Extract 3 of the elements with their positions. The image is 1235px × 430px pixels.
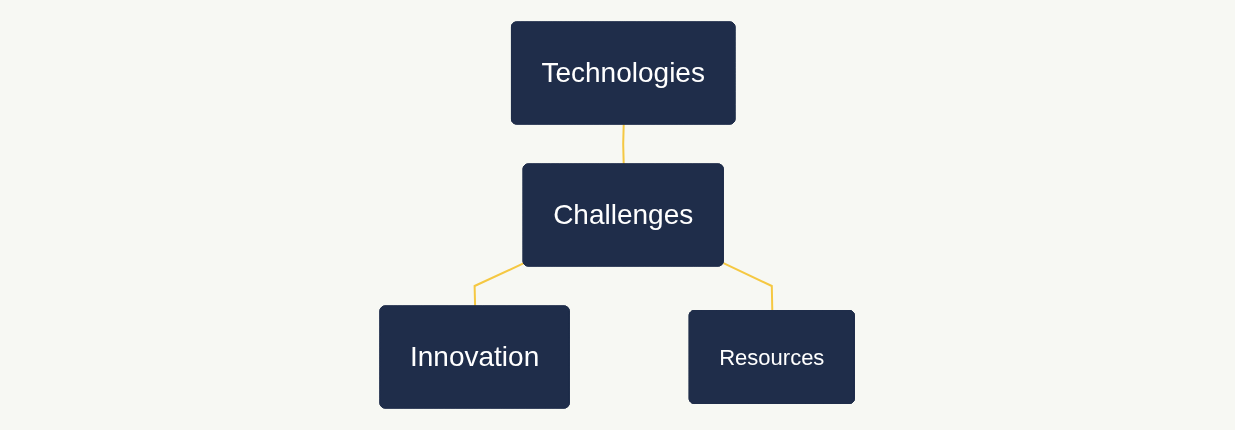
connector — [622, 123, 625, 166]
connector — [473, 262, 526, 308]
connector — [722, 262, 774, 312]
